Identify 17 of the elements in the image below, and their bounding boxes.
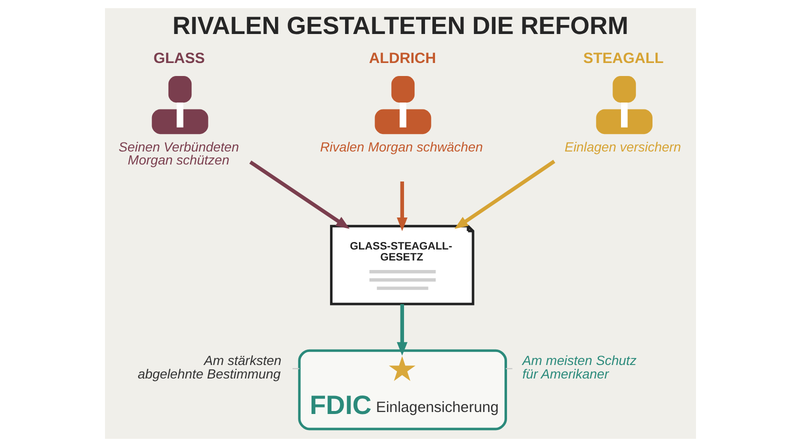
connector [292,368,299,370]
node-text: Am stärksten abgelehnte Bestimmung [137,353,281,382]
arrow [396,304,407,356]
arrow [454,160,555,229]
arrow [396,182,407,232]
node-label: GLASS [152,50,204,68]
diagram-title: RIVALEN GESTALTETEN DIE REFORM [172,12,628,40]
arrow [248,160,350,229]
connector [505,368,512,370]
node-text: Am meisten Schutz für Amerikaner [522,353,636,382]
node-label: ALDRICH [368,50,436,68]
node-star [388,356,415,381]
node-label: Seinen Verbündeten Morgan schützen [118,139,239,168]
node-label: Rivalen Morgan schwächen [320,139,482,154]
node-label: STEAGALL [582,50,664,68]
node-label: Einlagen versichern [564,139,680,154]
cluster: FDIC Einlagensicherung [298,349,507,430]
